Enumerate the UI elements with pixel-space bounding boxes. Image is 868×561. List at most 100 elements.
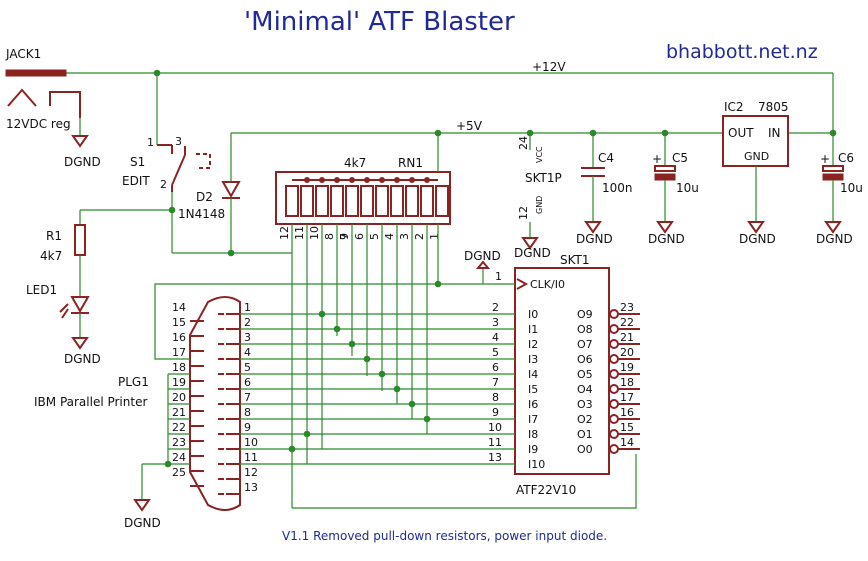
power-rails: +12V +5V <box>66 60 837 137</box>
ic-pin-label: O3 <box>577 398 593 411</box>
connector-pin: 21 <box>172 406 186 419</box>
connector-pin: 2 <box>244 316 251 329</box>
connector-pin: 18 <box>172 361 186 374</box>
diode-ref: D2 <box>196 190 213 204</box>
cap6-polarity: + <box>820 152 830 166</box>
resnet-pin-2: 2 <box>413 233 426 240</box>
connector-pins <box>190 313 240 495</box>
connector-pin: 23 <box>172 436 186 449</box>
ic-pin: 22 <box>620 316 634 329</box>
diode-value: 1N4148 <box>178 207 225 221</box>
resistor-value: 4k7 <box>40 249 62 263</box>
switch-pin-2: 2 <box>160 178 167 191</box>
resnet-value: 4k7 <box>344 156 366 170</box>
connector-pin: 10 <box>244 436 258 449</box>
ic-output-bubble <box>609 399 619 409</box>
connector-pin: 24 <box>172 451 186 464</box>
ic-output-bubble <box>609 354 619 364</box>
ic-pin: 3 <box>492 316 499 329</box>
diode-d2: D2 1N4148 <box>178 133 241 253</box>
ic-pin: 23 <box>620 301 634 314</box>
switch-pin-3: 3 <box>175 135 182 148</box>
ic-pin: 19 <box>620 361 634 374</box>
resistor-network-rn1: 4k7 RN1 12 11 10 9 8 7 6 5 4 3 2 1 <box>275 133 451 240</box>
connector-pin: 22 <box>172 421 186 434</box>
resnet-pin-6: 6 <box>353 233 366 240</box>
ic-clk-label: CLK/I0 <box>530 278 565 291</box>
junction-dot <box>393 385 401 393</box>
ic-output-bubble <box>609 339 619 349</box>
ic-left-pins: 2 3 4 5 6 7 8 9 10 11 13 I0 I1 I2 I3 I4 … <box>488 301 545 471</box>
resnet-pin-3: 3 <box>398 233 411 240</box>
regulator-value: 7805 <box>758 100 789 114</box>
net-5v-label: +5V <box>456 119 483 133</box>
cap5-polarity: + <box>652 152 662 166</box>
junction-dot <box>434 280 442 288</box>
connector-right-pin-labels: 1 2 3 4 5 6 7 8 9 10 11 12 13 <box>244 301 258 494</box>
ic-pin: 16 <box>620 406 634 419</box>
ground-label: DGND <box>576 232 613 246</box>
connector-pin: 20 <box>172 391 186 404</box>
connector-desc: IBM Parallel Printer <box>34 395 147 409</box>
ic-pin-label: I0 <box>528 308 538 321</box>
socket-power-ref: SKT1P <box>525 171 562 185</box>
resnet-pin-12: 12 <box>278 226 291 240</box>
regulator-in-label: IN <box>768 126 781 140</box>
regulator-ref: IC2 <box>724 100 744 114</box>
resnet-pin-7: 7 <box>338 233 351 240</box>
ground-label: DGND <box>64 352 101 366</box>
ic-pin-label: I10 <box>528 458 545 471</box>
jack-pin <box>5 69 67 77</box>
ground-symbol: DGND <box>64 135 101 169</box>
connector-pin: 4 <box>244 346 251 359</box>
ground-symbol: DGND <box>124 499 161 530</box>
ic-pin-label: I1 <box>528 323 538 336</box>
resistor-r1: R1 4k7 <box>40 206 292 297</box>
ic-output-bubbles <box>609 309 640 454</box>
ic-pin: 8 <box>492 391 499 404</box>
ic-output-bubble <box>609 429 619 439</box>
jack-desc: 12VDC reg <box>6 117 71 131</box>
capacitor-c4: C4 100n DGND <box>576 133 633 246</box>
socket-power: 24 VCC SKT1P 12 GND DGND <box>514 133 562 260</box>
resnet-pin-8: 8 <box>323 233 336 240</box>
resnet-pin-9: 9 <box>338 233 351 240</box>
cap4-ref: C4 <box>598 151 614 165</box>
junction-dot <box>227 249 235 257</box>
ground-symbol: DGND <box>816 221 853 246</box>
ic-pin-label: O0 <box>577 443 593 456</box>
ic-pin: 4 <box>492 331 499 344</box>
ic-pin-label: O6 <box>577 353 593 366</box>
ground-label: DGND <box>64 155 101 169</box>
ground-symbol: DGND <box>648 221 685 246</box>
resnet-pin-10: 10 <box>308 226 321 240</box>
capacitor-c6: + C6 10u DGND <box>816 133 863 246</box>
ic-pin-label: I9 <box>528 443 538 456</box>
ic-output-bubble <box>609 309 619 319</box>
cap6-ref: C6 <box>838 151 854 165</box>
regulator-gnd-label: GND <box>744 150 769 163</box>
website-label: bhabbott.net.nz <box>666 41 818 63</box>
ic-pin: 6 <box>492 361 499 374</box>
ic-pin-label: O8 <box>577 323 593 336</box>
gnd-pin-number: 12 <box>517 206 530 220</box>
ic-output-bubble <box>609 444 619 454</box>
ic-output-bubble <box>609 369 619 379</box>
ic-output-bubble <box>609 414 619 424</box>
vcc-pin-label: VCC <box>535 146 544 163</box>
switch-pin-1: 1 <box>147 136 154 149</box>
ic-pin: 17 <box>620 391 634 404</box>
ic-pin-label: O5 <box>577 368 593 381</box>
version-note: V1.1 Removed pull-down resistors, power … <box>282 529 607 543</box>
ic-pin-label: I6 <box>528 398 538 411</box>
connector-pin: 3 <box>244 331 251 344</box>
ground-symbol: DGND <box>576 221 613 246</box>
ground-symbol: DGND <box>64 337 101 366</box>
connector-pin: 16 <box>172 331 186 344</box>
ic-right-pins: O9 O8 O7 O6 O5 O4 O3 O2 O1 O0 23 22 21 2… <box>577 301 634 456</box>
ground-label: DGND <box>514 246 551 260</box>
ic-pin: 9 <box>492 406 499 419</box>
ground-label: DGND <box>648 232 685 246</box>
connector-pin: 25 <box>172 466 186 479</box>
